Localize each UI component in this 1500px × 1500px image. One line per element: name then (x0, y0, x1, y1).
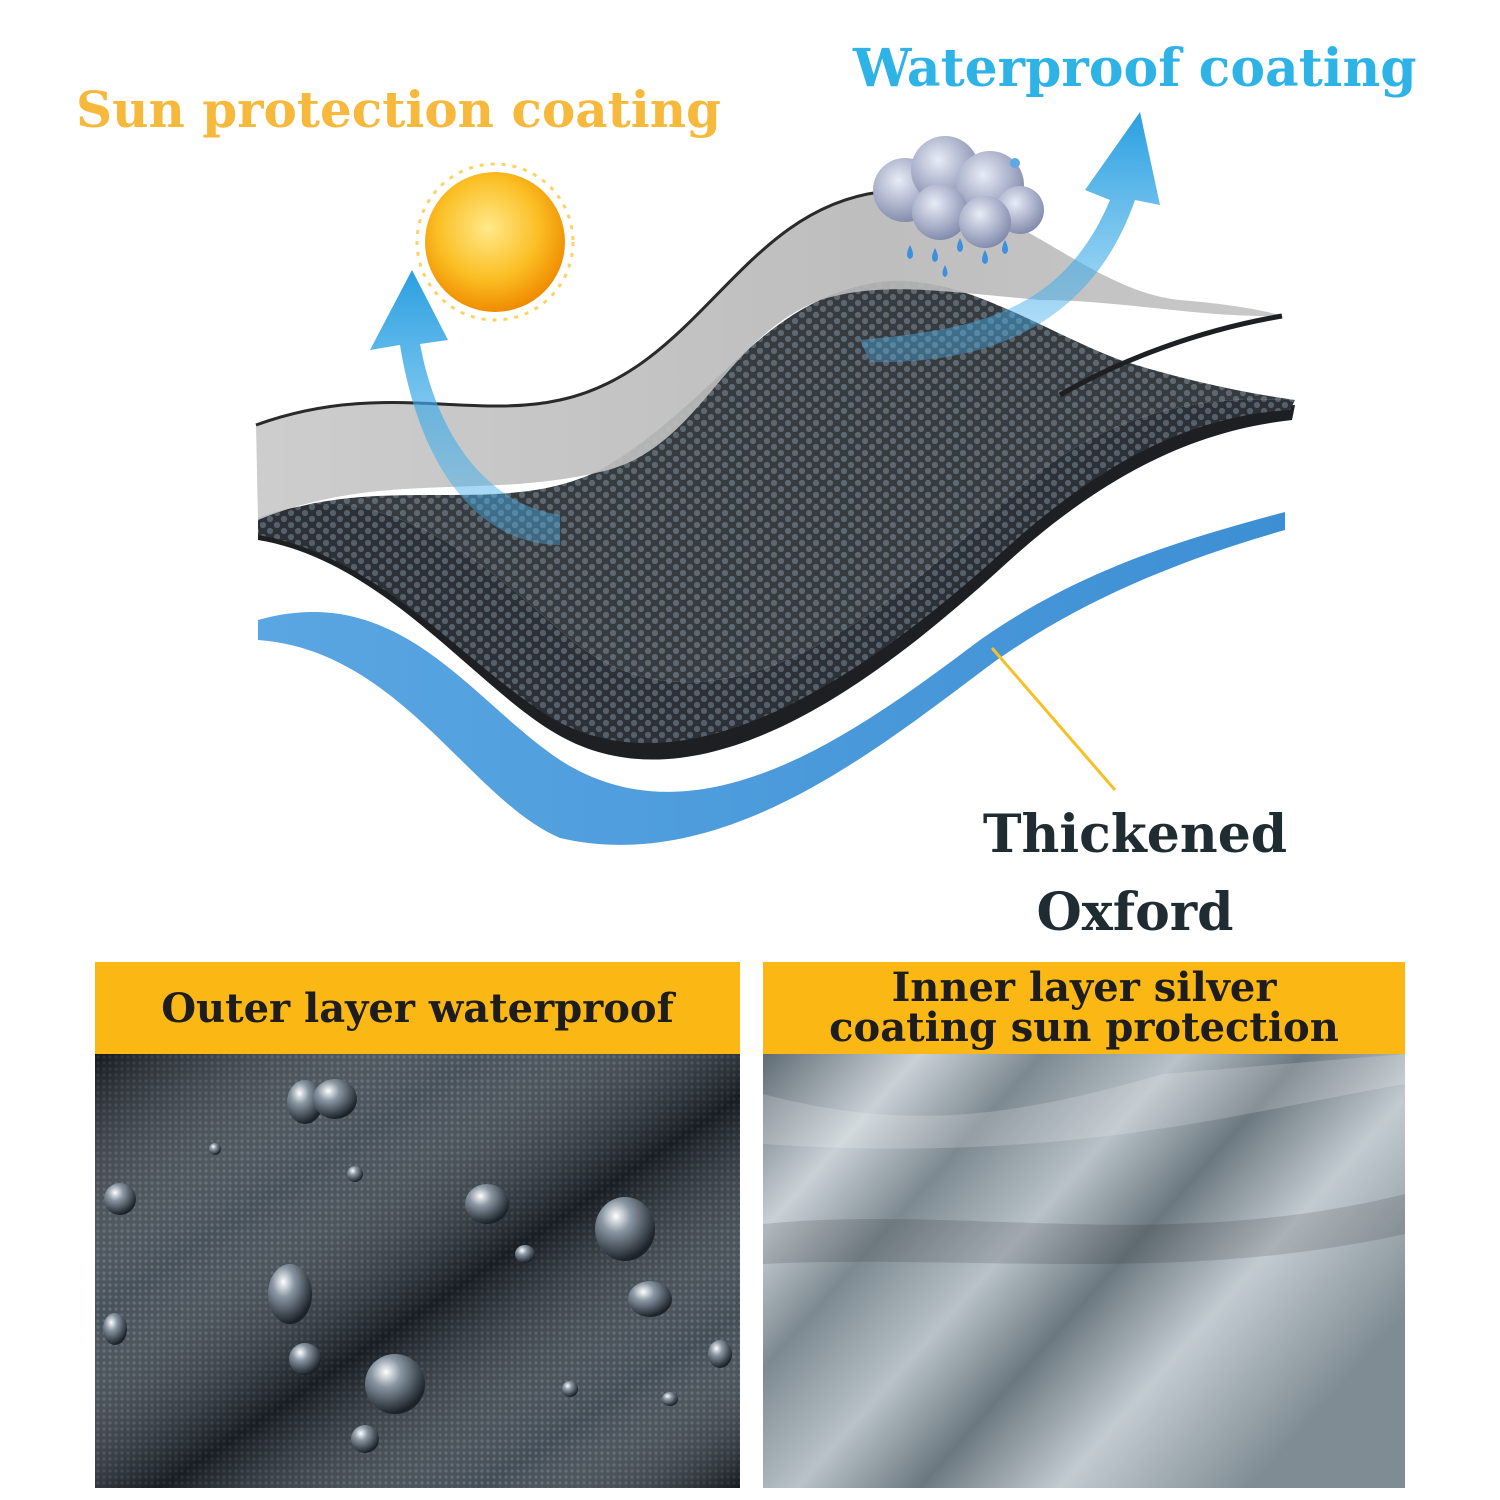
waterproof-label: Waterproof coating (853, 38, 1417, 99)
water-drops (103, 1079, 732, 1453)
outer-layer-banner: Outer layer waterproof (95, 962, 740, 1054)
sun-protection-label: Sun protection coating (76, 80, 722, 139)
waterproof-fabric-photo (95, 1054, 740, 1488)
silver-coating-layer (256, 191, 1282, 520)
sun-icon (415, 162, 575, 322)
outer-layer-title: Outer layer waterproof (161, 984, 674, 1032)
outer-layer-panel: Outer layer waterproof (95, 962, 740, 1488)
inner-layer-title: Inner layer silver coating sun protectio… (829, 968, 1339, 1048)
arrow-up-icon (860, 112, 1160, 363)
inner-layer-title-line1: Inner layer silver (891, 964, 1277, 1011)
layer-diagram (255, 112, 1295, 845)
mesh-layer (258, 399, 1295, 744)
inner-layer-banner: Inner layer silver coating sun protectio… (763, 962, 1405, 1054)
rain-cloud-icon (873, 136, 1044, 277)
pointer-line (990, 647, 1117, 791)
inner-layer-panel: Inner layer silver coating sun protectio… (763, 962, 1405, 1488)
arrow-up-icon (370, 270, 560, 545)
silver-fabric-photo (763, 1054, 1405, 1488)
inner-layer-title-line2: coating sun protection (829, 1004, 1339, 1051)
oxford-label-line1: Thickened Oxford (982, 804, 1288, 943)
oxford-cloth-layer (258, 512, 1285, 845)
